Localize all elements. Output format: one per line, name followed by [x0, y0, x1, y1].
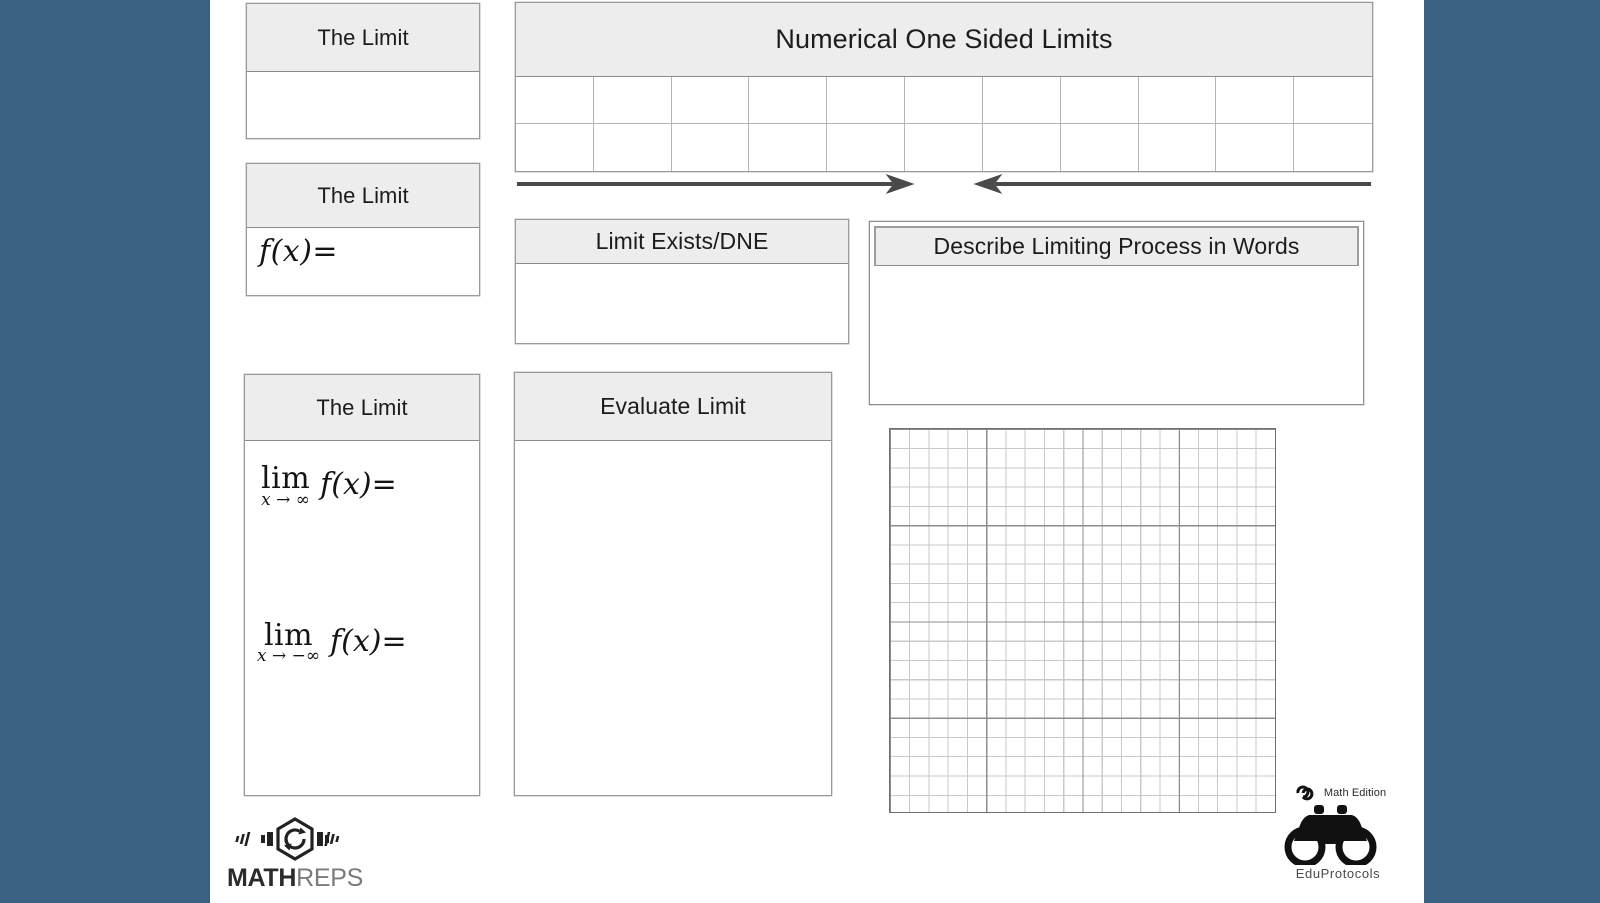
limit-operator-1: lim [261, 461, 311, 496]
limit-body-2: f(x)= [330, 622, 407, 659]
infinity-icon [1296, 785, 1314, 801]
numerical-table-cell[interactable] [671, 77, 750, 124]
limit-card-2-title: The Limit [247, 164, 479, 228]
numerical-one-sided-limits-card[interactable]: Numerical One Sided Limits [515, 2, 1373, 172]
limit-function-1: f(x) [320, 467, 372, 502]
numerical-table-cell[interactable] [1294, 77, 1372, 124]
numerical-table-cell[interactable] [1138, 124, 1217, 171]
numerical-table-title: Numerical One Sided Limits [516, 3, 1372, 77]
limit-card-3[interactable]: The Limit lim x → ∞ f(x)= lim x → −∞ f(x… [244, 374, 480, 796]
limit-card-1-title: The Limit [247, 4, 479, 72]
mathreps-word-light: REPS [296, 864, 364, 892]
mathreps-logo: MATHREPS [220, 811, 370, 892]
mathreps-wordmark: MATHREPS [220, 864, 370, 893]
numerical-table-cell[interactable] [827, 124, 906, 171]
numerical-table-cell[interactable] [749, 124, 828, 171]
graph-paper-card[interactable] [889, 428, 1276, 813]
limit-exists-dne-card[interactable]: Limit Exists/DNE [515, 219, 849, 344]
numerical-table-cell[interactable] [1060, 77, 1139, 124]
numerical-table-cell[interactable] [1060, 124, 1139, 171]
limit-function-2: f(x) [330, 623, 382, 659]
limit-card-3-title: The Limit [245, 375, 479, 441]
numerical-table-cell[interactable] [905, 124, 983, 171]
numerical-table-cell[interactable] [905, 77, 983, 124]
numerical-table-cell[interactable] [593, 77, 672, 124]
numerical-table-cell[interactable] [516, 77, 594, 124]
limit-exists-dne-title: Limit Exists/DNE [516, 220, 848, 264]
one-sided-approach-arrows [515, 172, 1373, 200]
arrows-svg [517, 173, 1371, 195]
arrow-right-icon [885, 173, 915, 195]
limit-exists-dne-body[interactable] [516, 264, 848, 343]
numerical-table-cell[interactable] [749, 77, 828, 124]
coordinate-grid[interactable] [890, 429, 1275, 812]
numerical-table-cell[interactable] [516, 124, 594, 171]
limit-equals-1: = [371, 467, 397, 502]
describe-limiting-process-body[interactable] [874, 268, 1359, 400]
numerical-table-cell[interactable] [827, 77, 906, 124]
limit-equals-2: = [381, 623, 407, 659]
describe-limiting-process-title: Describe Limiting Process in Words [874, 226, 1359, 266]
numerical-table-cell[interactable] [671, 124, 750, 171]
evaluate-limit-card[interactable]: Evaluate Limit [514, 372, 832, 796]
describe-limiting-process-card[interactable]: Describe Limiting Process in Words [869, 221, 1364, 405]
limit-card-2-body[interactable]: f(x)= [247, 228, 479, 295]
limit-subscript-1: x → ∞ [261, 489, 310, 510]
eduprotocols-logo: Math Edition EduProtocols [1276, 783, 1400, 895]
numerical-table-cell[interactable] [593, 124, 672, 171]
numerical-table-cell[interactable] [982, 124, 1061, 171]
limit-card-1-body[interactable] [247, 72, 479, 138]
function-definition-formula: f(x)= [259, 234, 339, 269]
limit-to-infinity-expression: lim x → ∞ f(x)= [261, 461, 479, 510]
limit-card-3-body[interactable]: lim x → ∞ f(x)= lim x → −∞ f(x)= [245, 441, 479, 795]
limit-card-1[interactable]: The Limit [246, 3, 480, 139]
binoculars-icon [1284, 805, 1377, 868]
math-edition-row: Math Edition [1276, 783, 1400, 803]
limit-body-1: f(x)= [320, 465, 397, 502]
mathreps-word-bold: MATH [226, 864, 297, 892]
arrow-left-icon [973, 173, 1003, 195]
numerical-table-cell[interactable] [1216, 124, 1295, 171]
numerical-table-cell[interactable] [1294, 124, 1372, 171]
evaluate-limit-title: Evaluate Limit [515, 373, 831, 441]
eduprotocols-label: EduProtocols [1295, 866, 1381, 881]
worksheet-page: The Limit The Limit f(x)= The Limit lim … [210, 0, 1424, 903]
numerical-table-body [516, 77, 1372, 171]
limit-operator-2: lim [263, 617, 314, 653]
numerical-table-cell[interactable] [982, 77, 1061, 124]
limit-subscript-2: x → −∞ [257, 646, 321, 667]
mathreps-hexagon-icon [235, 817, 340, 861]
numerical-table-cell[interactable] [1138, 77, 1217, 124]
math-edition-label: Math Edition [1323, 787, 1387, 799]
evaluate-limit-body[interactable] [515, 441, 831, 795]
numerical-table-cell[interactable] [1216, 77, 1295, 124]
numerical-table-grid [516, 77, 1372, 171]
limit-card-2[interactable]: The Limit f(x)= [246, 163, 480, 296]
limit-to-negative-infinity-expression: lim x → −∞ f(x)= [257, 617, 479, 667]
